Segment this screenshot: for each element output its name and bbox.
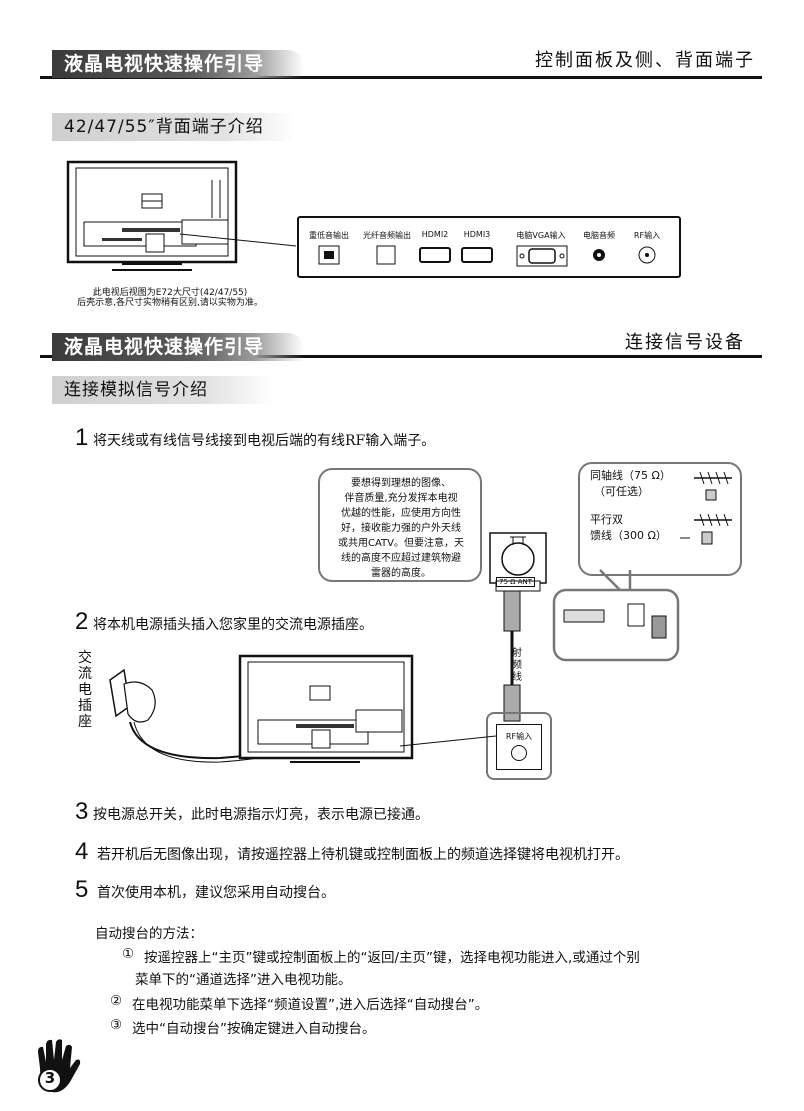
header2-title: 液晶电视快速操作引导: [52, 333, 304, 361]
analog-section-title: 连接模拟信号介绍: [52, 376, 274, 404]
port-label-rf: RF输入: [633, 231, 661, 240]
feeder-label: 馈线（300 Ω）: [590, 529, 667, 542]
bubble-line-1: 要想得到理想的图像、: [351, 478, 451, 489]
bubble-line-4: 好，接收能力强的户外天线: [341, 523, 461, 534]
port-label-pc-audio: 电脑音频: [583, 231, 615, 240]
header2-rule: [40, 355, 762, 358]
step-2-number: 2: [75, 608, 89, 635]
method-1-line1: 按遥控器上“主页”键或控制面板上的“返回/主页”键，选择电视功能进入,或通过个别: [144, 950, 640, 966]
step-4-text: 若开机后无图像出现，请按遥控器上待机键或控制面板上的频道选择键将电视机打开。: [97, 847, 629, 863]
header-title: 液晶电视快速操作引导: [52, 50, 304, 78]
step-3-text: 按电源总开关，此时电源指示灯亮，表示电源已接通。: [93, 807, 429, 823]
header2-section-name: 连接信号设备: [625, 332, 745, 353]
method-1-num: ①: [122, 946, 135, 962]
hand-icon: [123, 681, 156, 723]
ac-char-5: 座: [78, 714, 92, 730]
hdmi3-port-icon: [461, 247, 493, 263]
cable-char-1: 射: [512, 648, 522, 659]
rear-section-title: 42/47/55″背面端子介绍: [52, 113, 296, 141]
port-panel: 重低音输出 光纤音频输出 HDMI2 HDMI3 电脑VGA输入 电脑音频 RF…: [297, 216, 681, 278]
rear-caption-line2: 后壳示意,各尺寸实物稍有区别,请以实物为准。: [77, 298, 263, 308]
hdmi2-port-icon: [419, 247, 451, 263]
bubble-line-3: 优越的性能，应使用方向性: [341, 508, 461, 519]
panel-pointer-line: [180, 233, 297, 247]
bubble-line-6: 线的高度不应超过建筑物避: [341, 553, 461, 564]
step-1-text: 将天线或有线信号线接到电视后端的有线RF输入端子。: [93, 433, 436, 449]
connector-inset: [552, 569, 680, 662]
port-icons: [318, 245, 656, 267]
ac-char-3: 电: [78, 682, 92, 698]
step-5-number: 5: [75, 876, 89, 903]
method-2-num: ②: [110, 993, 123, 1009]
port-label-subwoofer: 重低音输出: [309, 231, 349, 240]
rf-input-label: RF输入: [505, 732, 533, 741]
tv-rear-illustration: [66, 160, 238, 271]
rf-input-icon: [511, 745, 527, 761]
port-label-hdmi3: HDMI3: [463, 230, 491, 239]
method-2-line1: 在电视功能菜单下选择“频道设置”,进入后选择“自动搜台”。: [132, 997, 489, 1013]
ac-char-1: 交: [78, 650, 92, 666]
step-4-number: 4: [75, 838, 89, 865]
power-connection-illustration: [109, 654, 497, 763]
coax-label: 同轴线（75 Ω）: [590, 469, 671, 482]
antenna-icons: [680, 471, 732, 545]
method-title: 自动搜台的方法：: [95, 926, 203, 942]
step-2-text: 将本机电源插头插入您家里的交流电源插座。: [93, 617, 373, 633]
header-rule: [40, 76, 762, 79]
optical-port-icon: [376, 245, 396, 265]
rf-input-inset: RF输入: [486, 712, 552, 780]
wall-socket-icon: [627, 603, 645, 627]
bubble-line-7: 雷器的高度。: [371, 568, 431, 579]
port-label-optical: 光纤音频输出: [363, 231, 411, 240]
antenna-info-box: 同轴线（75 Ω） （可任选） 平行双 馈线（300 Ω）: [578, 462, 742, 576]
cable-char-3: 线: [512, 672, 522, 683]
ac-char-2: 流: [78, 666, 92, 682]
method-1-line2: 菜单下的“通道选择”进入电视功能。: [135, 972, 352, 988]
cable-char-2: 频: [512, 660, 522, 671]
bubble-line-2: 伴音质量,充分发挥本电视: [344, 493, 458, 504]
port-label-vga: 电脑VGA输入: [516, 231, 566, 240]
optional-label: （可任选）: [594, 485, 649, 498]
ant-label: 75 Ω ANT: [496, 577, 536, 587]
method-3-line1: 选中“自动搜台”按确定键进入自动搜台。: [132, 1021, 376, 1037]
step-3-number: 3: [75, 798, 89, 825]
hand-page-icon: [38, 1039, 81, 1093]
method-3-num: ③: [110, 1017, 123, 1033]
plug-icon: [563, 609, 605, 623]
ac-char-4: 插: [78, 698, 92, 714]
page-number: 3: [44, 1069, 56, 1087]
ac-outlet-label: 交 流 电 插 座: [78, 650, 92, 730]
tip-bubble: 要想得到理想的图像、 伴音质量,充分发挥本电视 优越的性能，应使用方向性 好，接…: [318, 468, 482, 582]
step-1-number: 1: [75, 424, 89, 451]
bubble-line-5: 或共用CATV。但要注意，天: [338, 538, 464, 549]
port-label-hdmi2: HDMI2: [421, 230, 449, 239]
rear-caption-line1: 此电视后视图为E72大尺寸(42/47/55): [92, 288, 248, 298]
header-section-name: 控制面板及侧、背面端子: [535, 50, 755, 71]
parallel-label: 平行双: [590, 513, 623, 526]
step-5-text: 首次使用本机，建议您采用自动搜台。: [97, 885, 335, 901]
rf-cable-label: 射 频 线: [512, 648, 522, 684]
